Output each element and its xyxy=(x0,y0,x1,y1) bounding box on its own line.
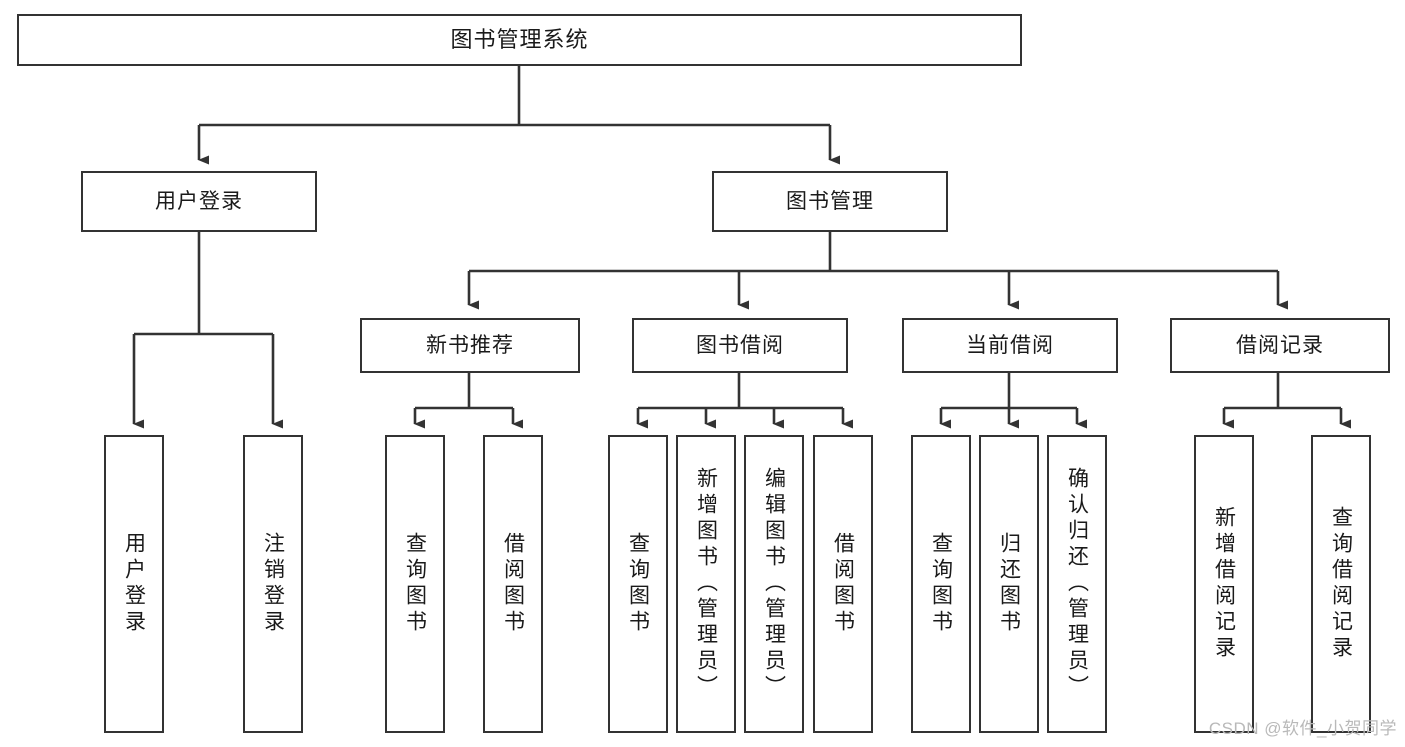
node-label: 编辑图书（管理员） xyxy=(762,467,786,701)
leaf-borrow-record-query-record[interactable]: 查询借阅记录 xyxy=(1311,435,1371,733)
node-label: 用户登录 xyxy=(122,532,146,636)
leaf-current-borrow-query-book[interactable]: 查询图书 xyxy=(911,435,971,733)
node-label: 新增借阅记录 xyxy=(1212,506,1236,662)
node-label: 当前借阅 xyxy=(966,333,1054,357)
node-label: 确认归还（管理员） xyxy=(1065,467,1089,701)
leaf-current-borrow-confirm-return-admin[interactable]: 确认归还（管理员） xyxy=(1047,435,1107,733)
node-label: 查询图书 xyxy=(929,532,953,636)
node-root-book-management-system[interactable]: 图书管理系统 xyxy=(17,14,1022,66)
node-user-login[interactable]: 用户登录 xyxy=(81,171,317,232)
leaf-user-login-login[interactable]: 用户登录 xyxy=(104,435,164,733)
node-label: 查询借阅记录 xyxy=(1329,506,1353,662)
node-borrow-record[interactable]: 借阅记录 xyxy=(1170,318,1390,373)
node-label: 用户登录 xyxy=(155,189,243,213)
node-label: 新增图书（管理员） xyxy=(694,467,718,701)
leaf-book-borrow-add-book-admin[interactable]: 新增图书（管理员） xyxy=(676,435,736,733)
node-label: 借阅图书 xyxy=(831,532,855,636)
leaf-book-borrow-borrow-book[interactable]: 借阅图书 xyxy=(813,435,873,733)
node-book-management[interactable]: 图书管理 xyxy=(712,171,948,232)
node-book-borrow[interactable]: 图书借阅 xyxy=(632,318,848,373)
node-label: 借阅图书 xyxy=(501,532,525,636)
leaf-current-borrow-return-book[interactable]: 归还图书 xyxy=(979,435,1039,733)
node-label: 图书管理 xyxy=(786,189,874,213)
node-new-book-recommend[interactable]: 新书推荐 xyxy=(360,318,580,373)
node-label: 新书推荐 xyxy=(426,333,514,357)
leaf-user-login-logout[interactable]: 注销登录 xyxy=(243,435,303,733)
node-label: 图书管理系统 xyxy=(450,26,589,52)
node-label: 查询图书 xyxy=(403,532,427,636)
leaf-new-book-borrow-book[interactable]: 借阅图书 xyxy=(483,435,543,733)
leaf-borrow-record-add-record[interactable]: 新增借阅记录 xyxy=(1194,435,1254,733)
csdn-watermark: CSDN @软件_小贺同学 xyxy=(1208,719,1397,738)
leaf-book-borrow-edit-book-admin[interactable]: 编辑图书（管理员） xyxy=(744,435,804,733)
leaf-book-borrow-query-book[interactable]: 查询图书 xyxy=(608,435,668,733)
node-label: 查询图书 xyxy=(626,532,650,636)
node-label: 图书借阅 xyxy=(696,333,784,357)
leaf-new-book-query-book[interactable]: 查询图书 xyxy=(385,435,445,733)
node-label: 注销登录 xyxy=(261,532,285,636)
node-label: 归还图书 xyxy=(997,532,1021,636)
node-current-borrow[interactable]: 当前借阅 xyxy=(902,318,1118,373)
node-label: 借阅记录 xyxy=(1236,333,1324,357)
